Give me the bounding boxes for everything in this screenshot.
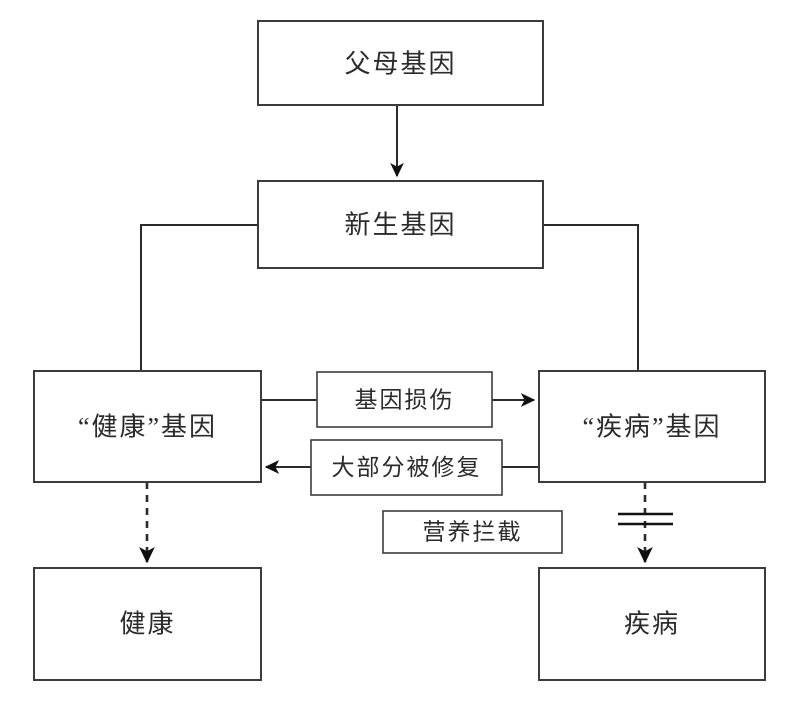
disease-genes-box [538,370,766,483]
node-gene-damage[interactable]: 基因损伤 [316,371,493,428]
edge-newborn-to-healthy [140,224,258,371]
node-healthy-genes[interactable]: “健康”基因 [33,370,262,483]
nutrient-block-label: 营养拦截 [423,520,523,545]
gene-damage-label: 基因损伤 [355,388,455,413]
node-parent-genes[interactable]: 父母基因 [257,20,544,106]
disease-genes-label: “疾病”基因 [582,413,721,442]
node-mostly-repaired[interactable]: 大部分被修复 [310,439,503,496]
parent-genes-box [257,20,544,106]
node-nutrient-block[interactable]: 营养拦截 [382,510,563,554]
blocked-indicator-icon [618,512,673,526]
node-newborn-genes[interactable]: 新生基因 [257,180,544,269]
newborn-genes-label: 新生基因 [344,211,456,240]
mostly-repaired-label: 大部分被修复 [332,455,482,480]
node-health-outcome[interactable]: 健康 [33,567,262,681]
gene-damage-box [316,371,493,428]
node-disease-outcome[interactable]: 疾病 [538,567,766,681]
edge-newborn-to-disease [543,224,639,371]
health-outcome-label: 健康 [119,610,175,639]
health-outcome-box [33,567,262,681]
healthy-genes-box [33,370,262,483]
disease-outcome-label: 疾病 [624,610,680,639]
mostly-repaired-box [310,439,503,496]
newborn-genes-box [257,180,544,269]
parent-genes-label: 父母基因 [344,50,456,79]
healthy-genes-label: “健康”基因 [78,413,217,442]
nutrient-block-box [382,510,563,554]
disease-outcome-box [538,567,766,681]
node-disease-genes[interactable]: “疾病”基因 [538,370,766,483]
